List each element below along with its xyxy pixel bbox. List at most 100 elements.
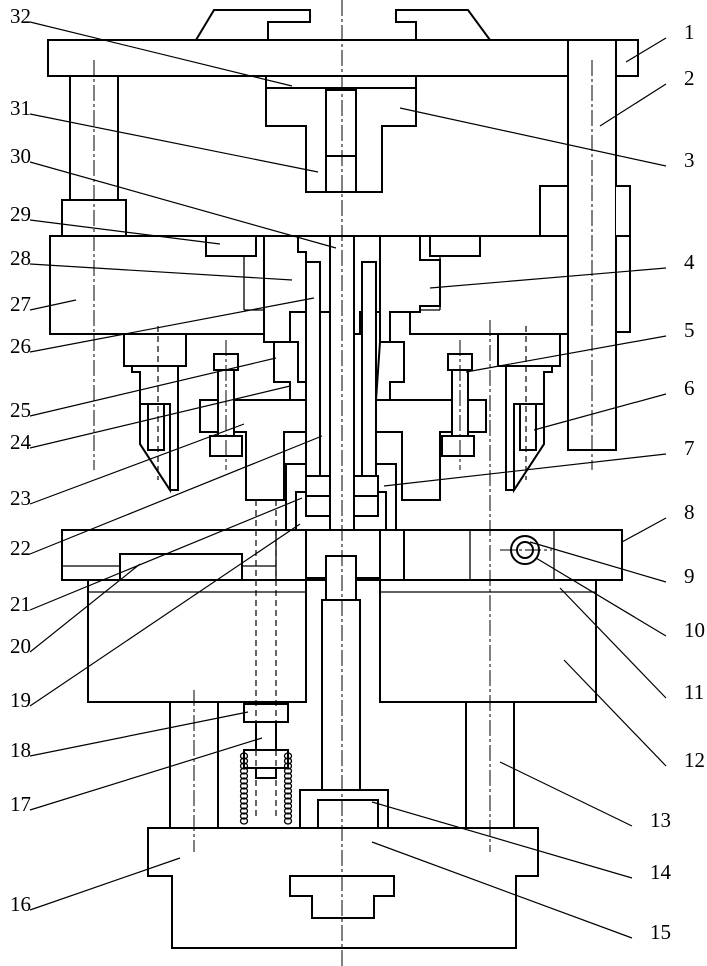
part-number-18: 18 <box>10 738 31 762</box>
chain-link <box>239 767 249 775</box>
part-number-21: 21 <box>10 592 31 616</box>
right-core-block <box>353 475 379 497</box>
chain-link <box>283 752 293 760</box>
part-number-15: 15 <box>650 920 671 944</box>
leader-line-24 <box>29 385 291 449</box>
punch-holder-core <box>325 89 357 157</box>
part-number-8: 8 <box>684 500 695 524</box>
chain-link <box>283 767 293 775</box>
chain-link <box>239 797 249 805</box>
chain-link <box>239 807 249 815</box>
chain-link <box>283 807 293 815</box>
chain-link <box>283 772 293 780</box>
leader-line-23 <box>29 423 245 505</box>
chain-link <box>239 762 249 770</box>
chain <box>239 752 293 825</box>
leader-line-19 <box>29 523 301 707</box>
right-inner-sleeve <box>361 261 377 487</box>
part-number-31: 31 <box>10 96 31 120</box>
chain-link <box>283 792 293 800</box>
leader-line-1 <box>625 37 667 63</box>
chain-link <box>283 757 293 765</box>
upper-pad <box>265 75 417 89</box>
leader-line-20 <box>29 563 141 653</box>
right-key-block <box>429 235 481 257</box>
lower-chain-nut <box>243 749 289 769</box>
leader-line-8 <box>621 517 667 543</box>
part-number-32: 32 <box>10 4 31 28</box>
leader-line-6 <box>533 393 667 431</box>
leader-line-11 <box>559 587 667 699</box>
right-side-plate <box>615 235 631 333</box>
part-number-5: 5 <box>684 318 695 342</box>
lower-die-holder <box>87 579 307 703</box>
leader-line-18 <box>29 711 249 757</box>
chain-link <box>283 802 293 810</box>
part-number-19: 19 <box>10 688 31 712</box>
chain-link <box>283 777 293 785</box>
chain-link <box>239 777 249 785</box>
part-number-labels: 1234567891011121314153231302928272625242… <box>10 4 705 944</box>
base-nut <box>317 799 383 829</box>
leader-line-4 <box>429 267 667 289</box>
part-number-13: 13 <box>650 808 671 832</box>
leader-line-21 <box>29 497 303 611</box>
chain-link <box>239 817 249 825</box>
punch-holder-stem <box>325 155 357 193</box>
chain-link <box>239 812 249 820</box>
part-number-27: 27 <box>10 292 31 316</box>
leader-line-22 <box>29 435 323 555</box>
part-number-30: 30 <box>10 144 31 168</box>
lower-ejector-pin <box>325 555 357 601</box>
leader-line-27 <box>29 299 77 311</box>
part-number-2: 2 <box>684 66 695 90</box>
leader-line-14 <box>371 801 633 879</box>
leader-lines <box>29 21 667 939</box>
chain-link <box>283 762 293 770</box>
leader-line-15 <box>371 841 633 939</box>
chain-bolt <box>255 721 277 751</box>
right-guide-bush <box>539 185 569 237</box>
chain-link <box>239 772 249 780</box>
chain-link <box>283 797 293 805</box>
upper-chain-nut <box>243 703 289 723</box>
left-key-block <box>205 235 257 257</box>
chain-link <box>239 752 249 760</box>
left-die-ring <box>285 463 307 531</box>
part-number-22: 22 <box>10 536 31 560</box>
part-number-1: 1 <box>684 20 695 44</box>
part-number-6: 6 <box>684 376 695 400</box>
left-inner-sleeve <box>305 261 321 487</box>
part-number-29: 29 <box>10 202 31 226</box>
right-lower-nut <box>441 435 475 457</box>
chain-bolt-tail <box>255 767 277 779</box>
chain-link <box>239 792 249 800</box>
right-cutter-slot <box>519 403 537 451</box>
left-core-block <box>305 475 331 497</box>
part-number-17: 17 <box>10 792 31 816</box>
chain-link <box>239 757 249 765</box>
leader-line-2 <box>599 83 667 127</box>
leader-line-13 <box>499 761 633 827</box>
right-core-block-2 <box>353 495 379 517</box>
leader-line-31 <box>29 113 319 173</box>
leader-line-29 <box>29 219 221 245</box>
part-number-12: 12 <box>684 748 705 772</box>
leader-line-17 <box>29 737 263 811</box>
part-number-25: 25 <box>10 398 31 422</box>
leader-line-12 <box>563 659 667 767</box>
left-cutter-slot <box>147 403 165 451</box>
leader-line-5 <box>465 335 667 373</box>
chain-link <box>283 812 293 820</box>
left-inner-step <box>273 341 307 401</box>
part-number-26: 26 <box>10 334 31 358</box>
part-number-23: 23 <box>10 486 31 510</box>
leader-line-3 <box>399 107 667 167</box>
chain-link <box>239 787 249 795</box>
part-number-4: 4 <box>684 250 695 274</box>
part-number-20: 20 <box>10 634 31 658</box>
part-number-11: 11 <box>684 680 704 704</box>
left-locator <box>119 553 243 581</box>
